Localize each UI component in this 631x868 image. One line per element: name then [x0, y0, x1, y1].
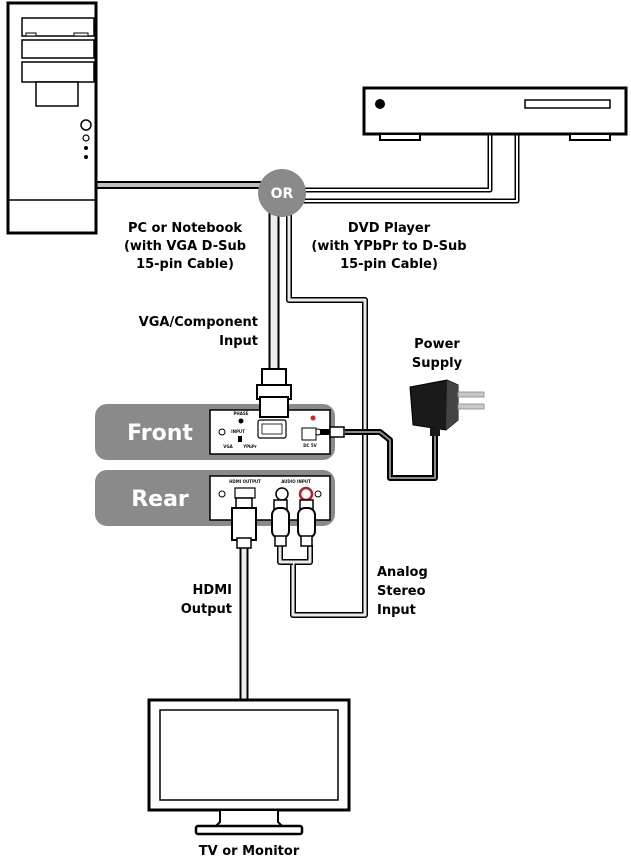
rear-label: Rear: [131, 487, 189, 512]
labels: PC or Notebook (with VGA D-Sub 15-pin Ca…: [124, 221, 467, 859]
front-panel: Front PHASE INPUT VGA YPbPr DC 5V: [95, 404, 335, 460]
vga-input-label-line2: Input: [219, 334, 258, 349]
or-badge: OR: [258, 169, 306, 217]
vga-connector: [256, 368, 292, 418]
hdmi-connector: [231, 497, 257, 549]
power-adapter-icon: [409, 379, 485, 436]
dvd-label-line2: (with YPbPr to D-Sub: [311, 239, 466, 254]
power-led-icon: [310, 415, 316, 421]
vga-switch-label: VGA: [223, 444, 233, 449]
hdmi-output-label: HDMI OUTPUT: [229, 479, 261, 484]
dvd-player: [362, 86, 628, 141]
cables: [95, 133, 520, 700]
audio-input-label: AUDIO INPUT: [281, 479, 311, 484]
phase-label: PHASE: [234, 411, 249, 416]
dc-connector: [320, 426, 345, 438]
power-button-icon: [80, 119, 92, 131]
vga-input-label-line1: VGA/Component: [139, 315, 258, 330]
analog-label-line3: Input: [377, 603, 416, 618]
ypbpr-switch-label: YPbPr: [242, 444, 257, 449]
dvd-cable-inner: [282, 133, 493, 193]
power-label-line1: Power: [414, 337, 460, 352]
power-label-line2: Supply: [412, 356, 463, 371]
hdmi-label-line1: HDMI: [193, 583, 232, 598]
front-label: Front: [127, 421, 193, 446]
pc-label-line3: 15-pin Cable): [136, 257, 234, 272]
dvd-label-line3: 15-pin Cable): [340, 257, 438, 272]
tv-monitor: [147, 698, 351, 836]
analog-label-line1: Analog: [377, 565, 428, 580]
or-text: OR: [271, 186, 294, 202]
hdmi-label-line2: Output: [181, 602, 232, 617]
dvd-label-line1: DVD Player: [348, 221, 431, 236]
pc-label-line2: (with VGA D-Sub: [124, 239, 246, 254]
analog-label-line2: Stereo: [377, 584, 426, 599]
input-label: INPUT: [231, 429, 245, 434]
pc-tower: [6, 1, 98, 235]
pc-label-line1: PC or Notebook: [128, 221, 242, 236]
dc-label: DC 5V: [303, 443, 317, 448]
tv-label: TV or Monitor: [199, 844, 300, 859]
rca-connectors: [271, 499, 316, 547]
